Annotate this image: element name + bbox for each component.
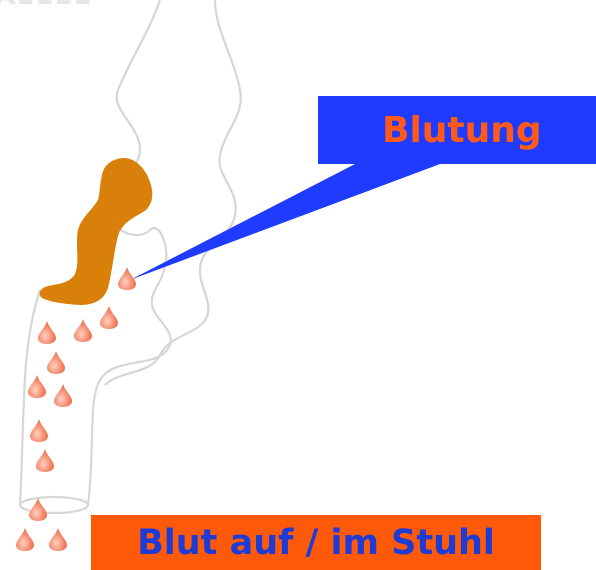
tumor-blob-icon — [39, 158, 153, 305]
blood-drop-icon — [38, 321, 56, 344]
blood-drop-icon — [36, 449, 54, 472]
cropped-title-fragment: ᴀᴇᴇᴇᴇ — [0, 0, 92, 13]
blood-drop-icon — [54, 384, 72, 407]
blood-drop-icon — [47, 351, 65, 374]
blood-drop-icon — [118, 267, 136, 290]
bleeding-label-box: Blutung — [318, 96, 596, 164]
intestine-outline-icon — [18, 0, 242, 515]
blood-drop-icon — [49, 528, 67, 551]
blood-drop-icon — [74, 319, 92, 342]
blood-drop-icon — [28, 375, 46, 398]
blood-in-stool-label-box: Blut auf / im Stuhl — [91, 515, 541, 570]
callout-pointer — [130, 164, 440, 280]
blood-drop-icon — [29, 498, 47, 521]
blood-drop-icon — [16, 528, 34, 551]
blood-drop-icon — [100, 306, 118, 329]
blood-in-stool-label: Blut auf / im Stuhl — [137, 522, 495, 563]
blood-drop-icon — [30, 419, 48, 442]
bleeding-label: Blutung — [382, 109, 542, 151]
